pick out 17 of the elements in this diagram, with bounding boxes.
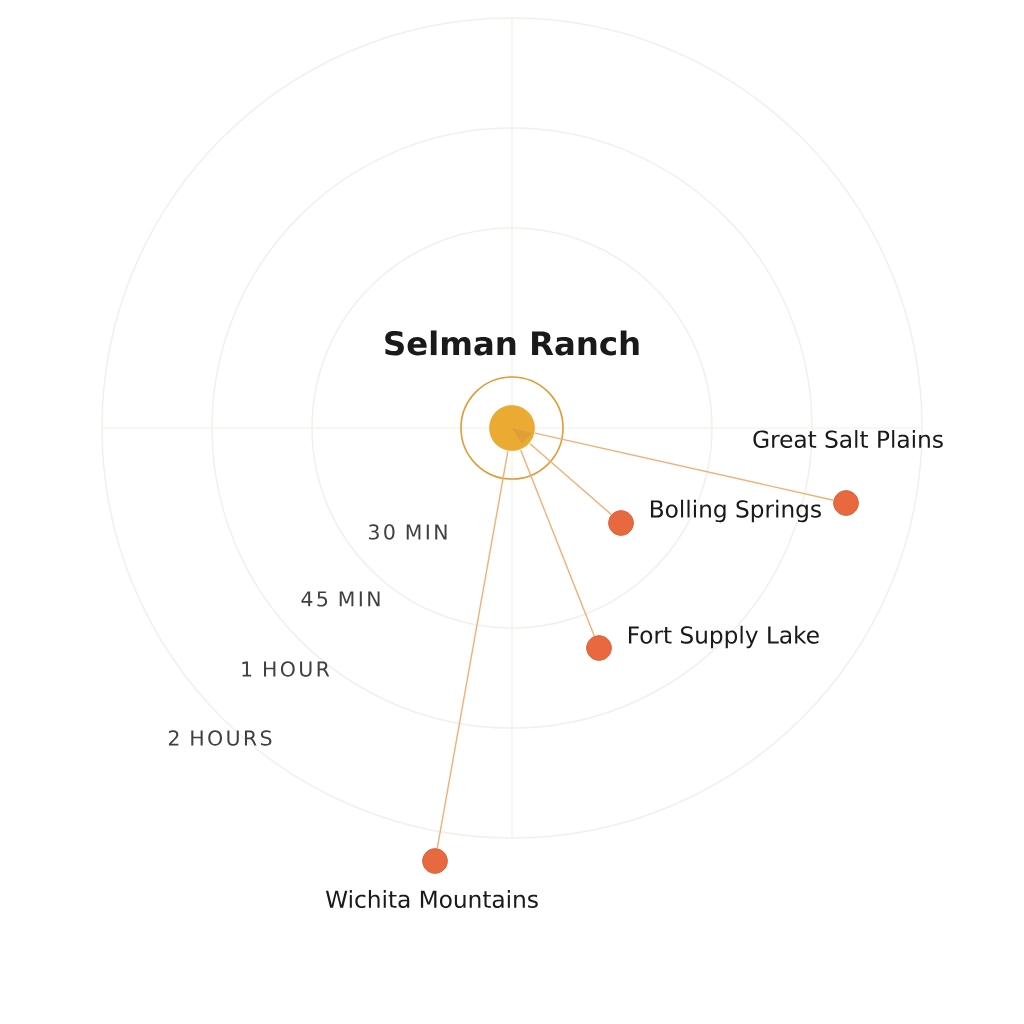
distance-label: 30 MIN (369, 524, 447, 540)
place-label: Wichita Mountains (325, 890, 538, 908)
place-label: Bolling Springs (650, 499, 821, 523)
destination-dot (833, 490, 859, 516)
connector-line (519, 449, 595, 637)
place-label: Fort Supply Lake (628, 625, 819, 649)
distance-label: 1 HOUR (242, 661, 330, 677)
destination-dot (422, 848, 448, 874)
destination-dot (608, 510, 634, 536)
connector-line (436, 450, 509, 850)
destination-dot (586, 635, 612, 661)
distance-label: 45 MIN (301, 591, 380, 607)
place-name: Selman Ranch (385, 330, 639, 356)
connector-line (529, 442, 613, 516)
place-label: Great Salt Plains (753, 430, 943, 448)
distance-label: 2 HOURS (168, 730, 272, 746)
connector-line (534, 432, 835, 501)
